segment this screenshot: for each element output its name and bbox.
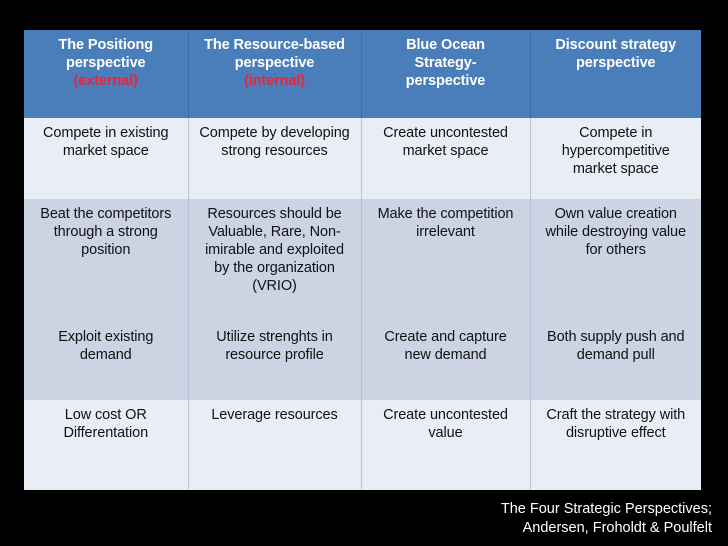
table-cell: Create uncontested market space: [361, 118, 531, 199]
strategic-perspectives-table: The Positiong perspective (external) The…: [24, 30, 701, 490]
table-cell: Beat the competitors through a strong po…: [24, 199, 189, 322]
table-row: Beat the competitors through a strong po…: [24, 199, 701, 322]
column-header-line-1: The Positiong: [58, 37, 154, 53]
column-header-subtitle: (external): [73, 72, 138, 89]
column-header-line-3: perspective: [405, 72, 486, 89]
column-header-subtitle: (internal): [243, 72, 306, 89]
column-header-line-1: The Resource-based: [204, 37, 345, 53]
column-header-blue-ocean: Blue Ocean Strategy- perspective: [361, 30, 531, 118]
column-header-line-1: Discount strategy: [555, 37, 677, 53]
caption-line-1: The Four Strategic Perspectives;: [500, 501, 712, 517]
column-header-line-2: perspective: [66, 54, 146, 71]
source-caption: The Four Strategic Perspectives; Anderse…: [292, 500, 712, 538]
column-header-line-2: Strategy-: [414, 54, 477, 71]
table-cell: Both supply push and demand pull: [547, 329, 685, 363]
column-header-positioning: The Positiong perspective (external): [24, 30, 189, 118]
table-cell: Compete in existing market space: [24, 118, 189, 199]
table-cell: Create uncontested value: [361, 400, 531, 490]
column-header-line-2: perspective: [234, 54, 315, 71]
column-header-resource-based: The Resource-based perspective (internal…: [188, 30, 362, 118]
table-cell: Make the competition irrelevant: [361, 199, 531, 322]
table-cell: Own value creation while destroying valu…: [545, 206, 687, 258]
caption-line-2: Andersen, Froholdt & Poulfelt: [522, 520, 712, 537]
table-cell: Low cost OR Differentation: [24, 400, 189, 490]
table-cell: Create and capture new demand: [361, 322, 531, 400]
table-cell: Compete in hypercompetitive market space: [561, 125, 670, 177]
table-cell: Utilize strenghts in resource profile: [188, 322, 362, 400]
table-row: Exploit existing demand Utilize strenght…: [24, 322, 701, 400]
table-cell: Compete by developing strong resources: [188, 118, 362, 199]
column-header-line-1: Blue Ocean: [406, 37, 485, 53]
table-header-row: The Positiong perspective (external) The…: [24, 30, 701, 118]
table-row: Compete in existing market space Compete…: [24, 118, 701, 199]
table-cell: Craft the strategy with disruptive effec…: [546, 407, 686, 441]
column-header-line-2: perspective: [576, 54, 656, 71]
table-cell: Resources should be Valuable, Rare, Non-…: [188, 199, 362, 322]
table-row: Low cost OR Differentation Leverage reso…: [24, 400, 701, 490]
column-header-discount-strategy: Discount strategy perspective: [530, 30, 701, 118]
table-cell: Exploit existing demand: [24, 322, 189, 400]
table-body: Compete in existing market space Compete…: [24, 118, 701, 490]
table-header: The Positiong perspective (external) The…: [24, 30, 701, 118]
table-cell: Leverage resources: [188, 400, 362, 490]
